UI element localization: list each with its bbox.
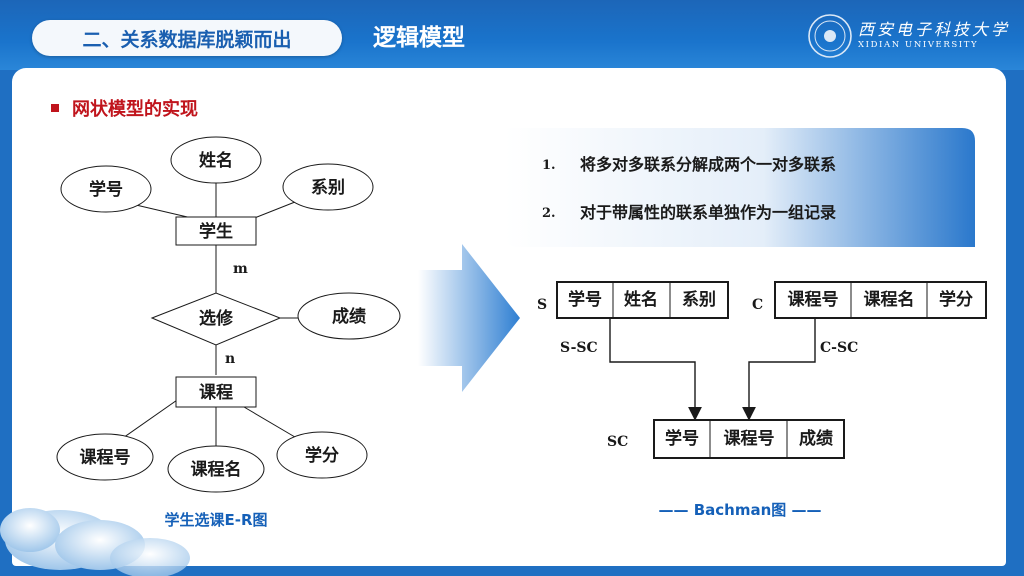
- bullet-title: 网状模型的实现: [72, 98, 198, 120]
- logo-chinese-name: 西安电子科技大学: [858, 20, 1011, 39]
- bachman-s-label: S: [537, 297, 547, 313]
- point-2-number: 2.: [542, 206, 556, 221]
- er-attr-credit: 学分: [276, 431, 368, 479]
- university-seal-icon: [808, 14, 852, 58]
- points-box: [505, 128, 975, 247]
- sc-field: 学号: [665, 428, 699, 449]
- s-field: 学号: [568, 289, 602, 310]
- point-1-text: 将多对多联系分解成两个一对多联系: [580, 155, 836, 174]
- bachman-links: [609, 318, 816, 421]
- er-attr-xibie: 系别: [282, 163, 374, 211]
- link-s-sc-label: S-SC: [560, 340, 598, 356]
- s-field: 姓名: [624, 289, 658, 310]
- er-attr-grade: 成绩: [297, 292, 401, 340]
- svg-text:课程号: 课程号: [80, 448, 131, 468]
- er-attr-course-no: 课程号: [56, 433, 154, 481]
- svg-text:学生: 学生: [199, 221, 233, 242]
- svg-text:课程名: 课程名: [191, 459, 242, 480]
- svg-text:姓名: 姓名: [199, 150, 233, 171]
- svg-text:成绩: 成绩: [332, 306, 366, 327]
- c-field: 学分: [939, 289, 973, 310]
- slide-title: 逻辑模型: [373, 25, 465, 51]
- c-field: 课程号: [788, 290, 839, 310]
- svg-text:课程: 课程: [199, 383, 233, 403]
- link-c-sc-label: C-SC: [820, 340, 858, 356]
- point-1-number: 1.: [542, 158, 556, 173]
- sc-field: 成绩: [799, 428, 833, 449]
- er-cardinality-m: m: [233, 261, 248, 277]
- section-title: 二、关系数据库脱颖而出: [82, 28, 292, 51]
- bachman-caption: —— Bachman图 ——: [658, 501, 821, 519]
- er-entity-course: 课程: [175, 376, 257, 408]
- bachman-record-c: [774, 281, 987, 319]
- er-attr-xuehao: 学号: [60, 165, 152, 213]
- er-caption: 学生选课E-R图: [164, 511, 267, 529]
- cloud-decoration-icon: [0, 508, 190, 576]
- logo-english-name: XIDIAN UNIVERSITY: [858, 40, 979, 50]
- svg-text:学号: 学号: [89, 179, 123, 200]
- svg-text:选修: 选修: [199, 308, 234, 329]
- transform-arrow-icon: [418, 244, 520, 392]
- er-entity-student: 学生: [175, 216, 257, 246]
- bachman-record-sc: [653, 419, 845, 459]
- er-attr-xingming: 姓名: [170, 136, 262, 184]
- bachman-sc-label: SC: [607, 434, 628, 450]
- section-tab[interactable]: 二、关系数据库脱颖而出: [32, 20, 342, 56]
- svg-text:系别: 系别: [311, 178, 345, 198]
- bullet-square-icon: [51, 104, 59, 112]
- point-2-text: 对于带属性的联系单独作为一组记录: [580, 203, 836, 222]
- bachman-record-s: [556, 281, 729, 319]
- svg-text:学分: 学分: [305, 445, 339, 466]
- er-relationship-select: 选修: [150, 292, 282, 346]
- s-field: 系别: [682, 290, 716, 310]
- c-field: 课程名: [864, 289, 915, 310]
- er-attr-course-name: 课程名: [167, 445, 265, 493]
- sc-field: 课程号: [724, 429, 775, 449]
- bachman-c-label: C: [752, 297, 763, 313]
- er-cardinality-n: n: [225, 351, 235, 367]
